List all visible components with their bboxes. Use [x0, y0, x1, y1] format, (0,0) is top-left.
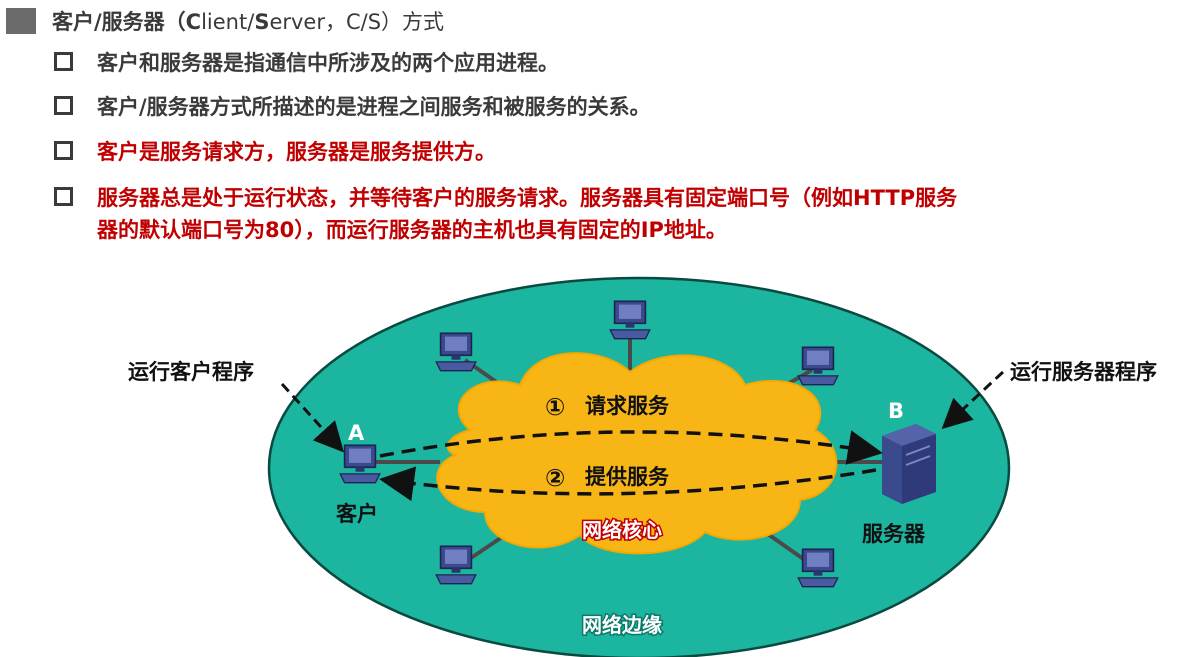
request-arrow	[379, 430, 883, 465]
bullet-item-4: 服务器总是处于运行状态，并等待客户的服务请求。服务器具有固定端口号（例如HTTP…	[54, 182, 957, 246]
node-a-label: A	[348, 421, 365, 445]
bullet-box-icon	[54, 187, 73, 206]
response-step-number: ②	[545, 464, 565, 492]
bullet-item-3: 客户是服务请求方，服务器是服务提供方。	[54, 136, 496, 168]
bullet-text: 客户/服务器方式所描述的是进程之间服务和被服务的关系。	[97, 95, 651, 119]
node-b-label: B	[888, 399, 904, 423]
network-edge-label: 网络边缘	[582, 613, 662, 637]
network-core-label: 网络核心	[582, 518, 662, 542]
edge-computer-icon	[435, 545, 477, 585]
bullet-text: 客户是服务请求方，服务器是服务提供方。	[97, 140, 496, 164]
request-service-label: 请求服务	[585, 394, 670, 418]
edge-computer-icon	[797, 346, 839, 386]
client-computer-icon	[339, 444, 381, 484]
provide-service-label: 提供服务	[585, 465, 670, 489]
client-program-label: 运行客户程序	[128, 360, 254, 384]
client-program-pointer-arrow	[280, 382, 345, 453]
server-program-label: 运行服务器程序	[1010, 360, 1157, 384]
bullet-box-icon	[54, 96, 73, 115]
bullet-text-line-2: 器的默认端口号为80），而运行服务器的主机也具有固定的IP地址。	[97, 218, 727, 242]
response-arrow	[379, 466, 877, 502]
server-icon	[882, 424, 936, 504]
bullet-item-1: 客户和服务器是指通信中所涉及的两个应用进程。	[54, 47, 559, 79]
bullet-text-line-1: 服务器总是处于运行状态，并等待客户的服务请求。服务器具有固定端口号（例如HTTP…	[97, 186, 958, 210]
bullet-text: 客户和服务器是指通信中所涉及的两个应用进程。	[97, 51, 559, 75]
slide-title-row: 客户/服务器（Client/Server，C/S）方式	[0, 4, 444, 38]
request-step-number: ①	[545, 393, 565, 421]
slide-title: 客户/服务器（Client/Server，C/S）方式	[52, 10, 445, 34]
server-program-pointer-arrow	[941, 370, 1005, 430]
bullet-text-block: 服务器总是处于运行状态，并等待客户的服务请求。服务器具有固定端口号（例如HTTP…	[97, 182, 957, 246]
edge-computer-icon	[435, 332, 477, 372]
edge-computer-icon	[609, 300, 651, 340]
bullet-item-2: 客户/服务器方式所描述的是进程之间服务和被服务的关系。	[54, 91, 651, 123]
network-core-cloud	[436, 352, 838, 555]
server-label: 服务器	[862, 522, 926, 546]
edge-computer-icon	[797, 548, 839, 588]
title-marker-square	[6, 8, 36, 34]
bullet-box-icon	[54, 141, 73, 160]
bullet-box-icon	[54, 52, 73, 71]
client-label: 客户	[336, 502, 378, 526]
